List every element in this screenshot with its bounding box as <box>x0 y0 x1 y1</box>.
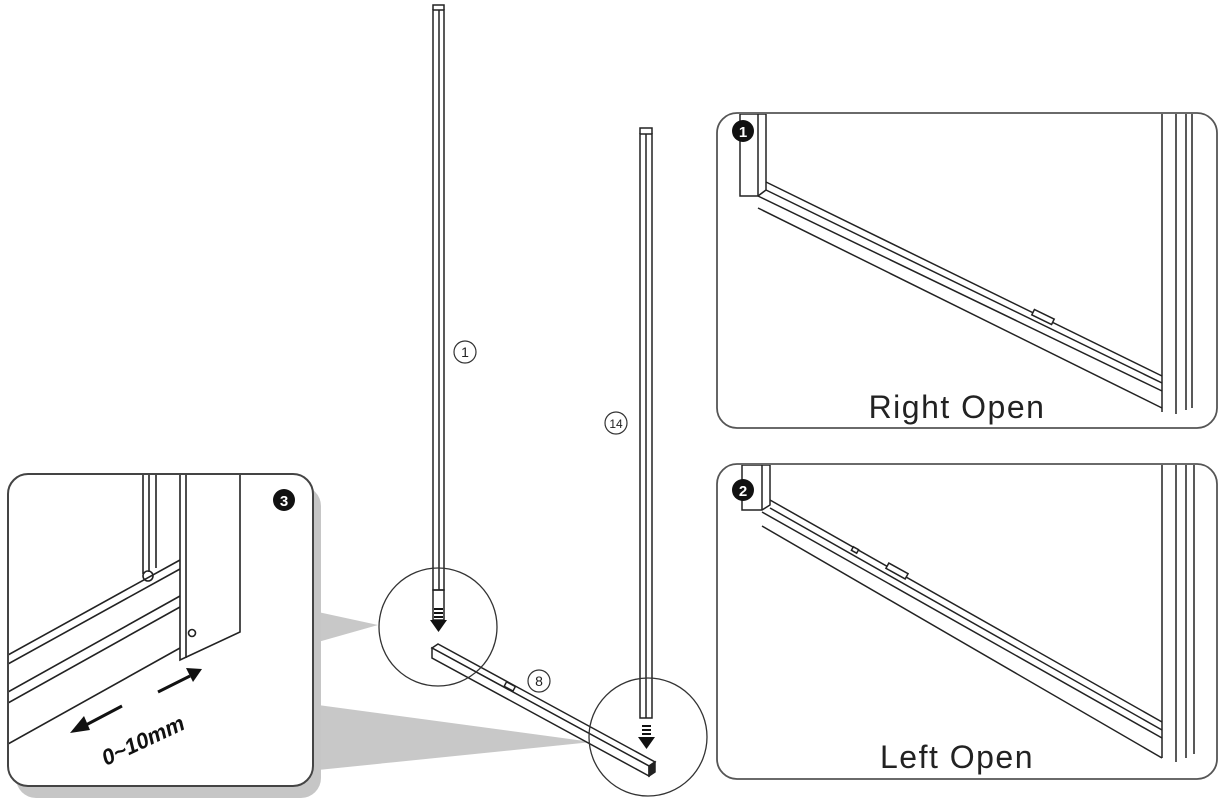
part-label-8: 8 <box>535 673 543 689</box>
callout-shadow-lower <box>318 705 592 770</box>
detail-drawing <box>9 475 241 745</box>
step-badge-3 <box>273 489 295 511</box>
panel-label-left-open: Left Open <box>880 739 1034 775</box>
bottom-rail <box>430 643 657 778</box>
magnifier-circle-left <box>378 567 498 687</box>
panel-right-open: 1 Right Open <box>716 112 1218 429</box>
step-number-2: 2 <box>739 483 747 500</box>
insert-arrow-left-icon <box>430 608 447 632</box>
panel-left-open-frame <box>716 463 1218 780</box>
arrow-right-icon <box>157 674 191 694</box>
step-badge-1 <box>732 120 754 142</box>
step-badge-2 <box>732 479 754 501</box>
panel-label-right-open: Right Open <box>869 389 1046 425</box>
detail-callout-shadows <box>318 612 592 770</box>
part-label-1: 1 <box>461 344 469 360</box>
adjustment-arrows <box>70 668 202 733</box>
step-number-3: 3 <box>280 493 288 510</box>
post-left <box>432 4 445 621</box>
panel-left-open: 2 Left Open <box>716 463 1218 780</box>
part-labels: 1 14 8 <box>453 340 628 693</box>
post-right <box>639 127 653 719</box>
step-number-1: 1 <box>739 124 747 141</box>
arrow-left-icon <box>83 704 123 728</box>
callout-shadow-upper <box>318 612 378 642</box>
center-assembly <box>378 4 708 797</box>
part-label-14: 14 <box>609 417 623 431</box>
panel-right-open-drawing <box>739 114 1193 414</box>
magnifier-circle-right <box>588 677 708 797</box>
insert-arrow-right-icon <box>638 725 655 749</box>
detail-panel-3: 0~10mm 3 <box>7 473 321 798</box>
